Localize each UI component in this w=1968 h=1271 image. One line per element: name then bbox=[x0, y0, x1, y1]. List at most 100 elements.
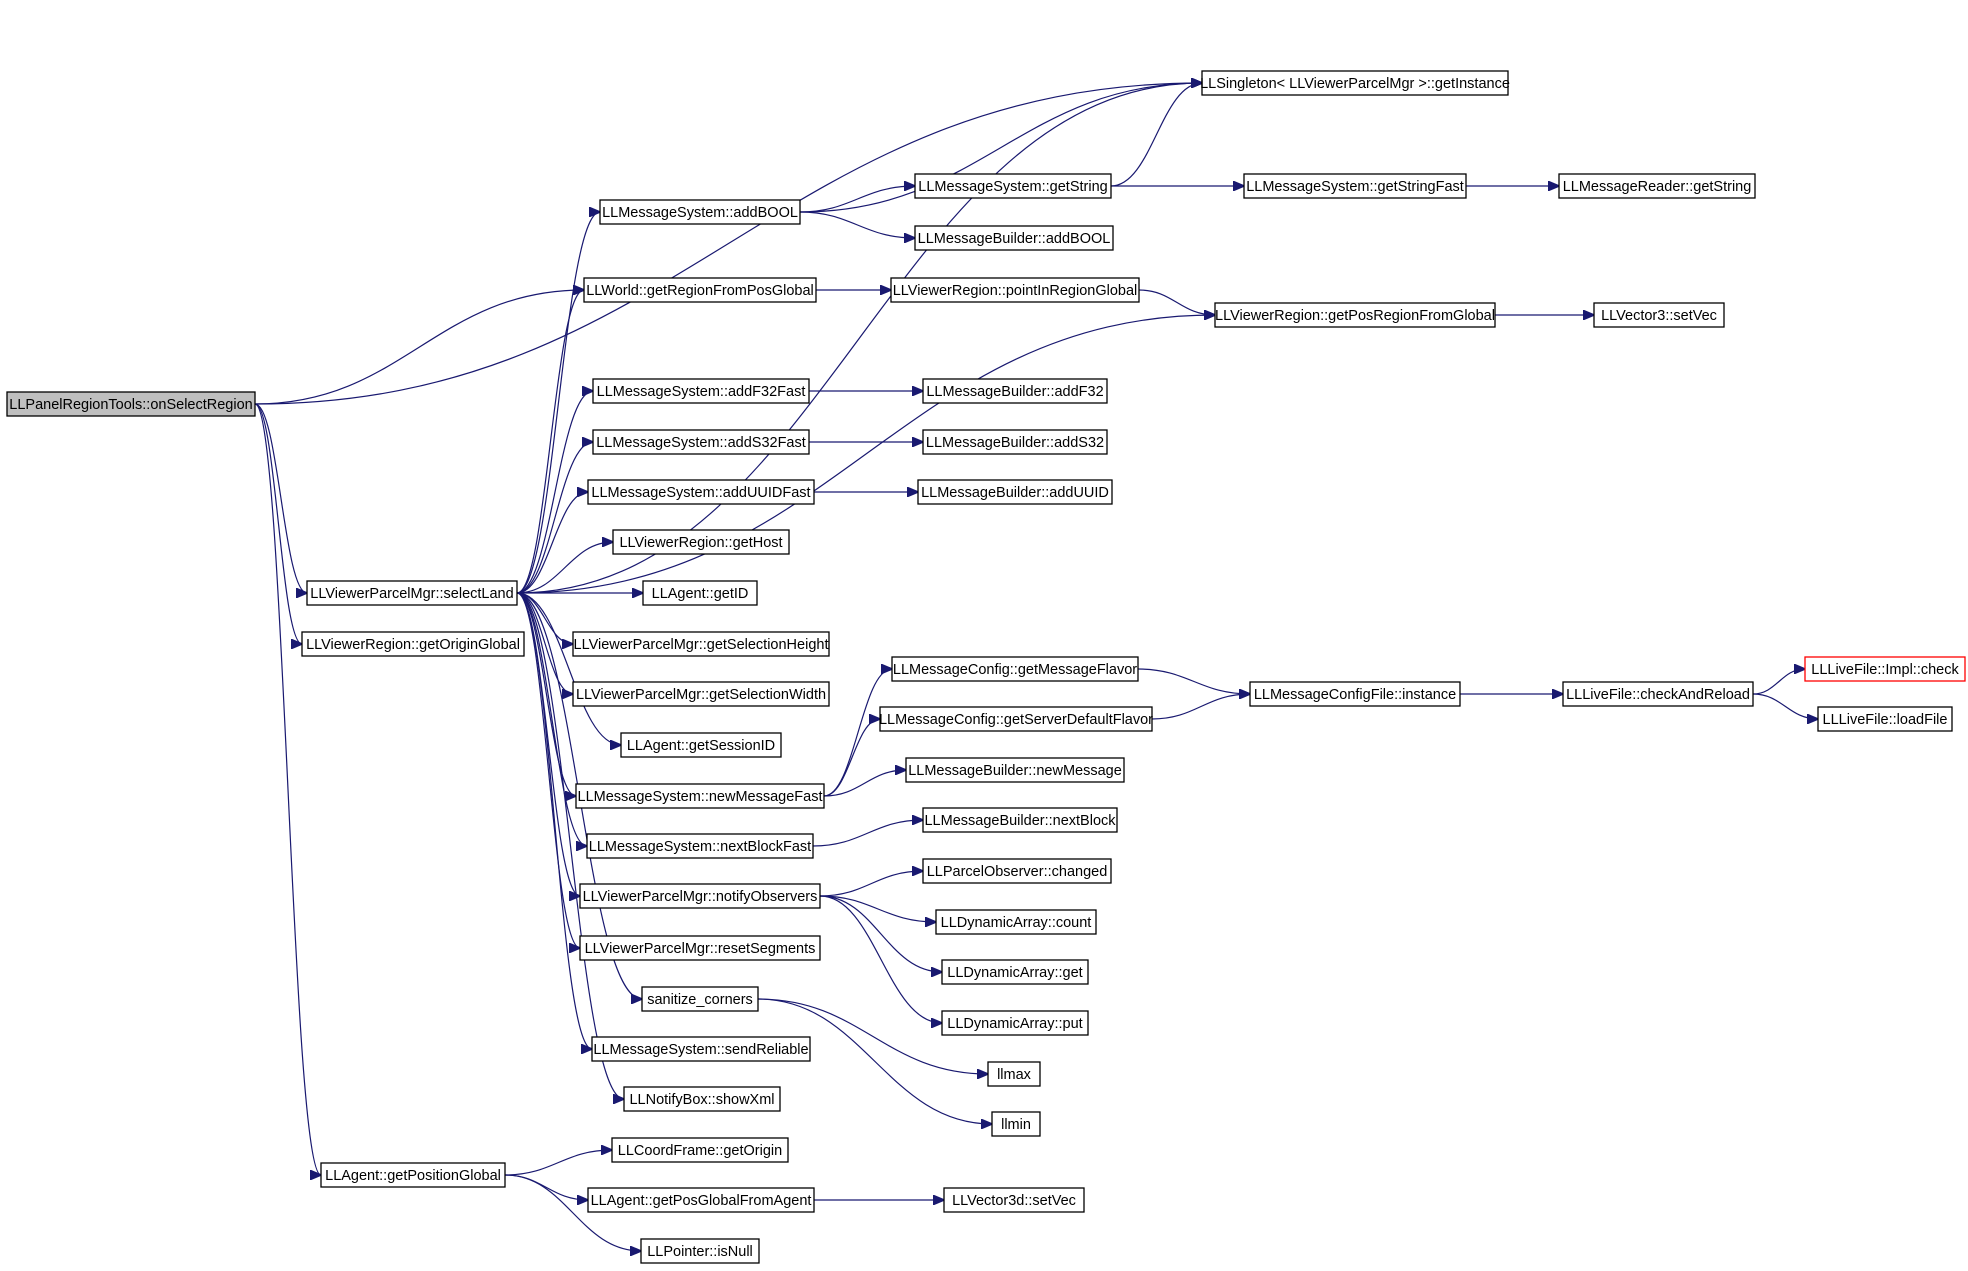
node-getPositionGlobal[interactable]: LLAgent::getPositionGlobal bbox=[320, 1162, 506, 1188]
edge-notifyObservers-to-observerChanged bbox=[819, 871, 923, 897]
node-agentGetID[interactable]: LLAgent::getID bbox=[642, 580, 758, 606]
node-getSelectionHeight[interactable]: LLViewerParcelMgr::getSelectionHeight bbox=[572, 631, 830, 657]
node-label: LLMessageBuilder::addF32 bbox=[926, 384, 1103, 400]
edge-getPositionGlobal-to-pointerIsNull bbox=[504, 1174, 641, 1251]
node-label: LLViewerRegion::getOriginGlobal bbox=[306, 637, 520, 653]
node-box bbox=[1817, 706, 1953, 732]
node-box bbox=[922, 378, 1108, 404]
node-vec3dSetVec[interactable]: LLVector3d::setVec bbox=[943, 1187, 1085, 1213]
node-observerChanged[interactable]: LLParcelObserver::changed bbox=[922, 858, 1112, 884]
node-getOriginGlobal[interactable]: LLViewerRegion::getOriginGlobal bbox=[301, 631, 525, 657]
edge-selectLand-to-getRegionFromPosGlobal bbox=[516, 290, 584, 594]
node-sendReliable[interactable]: LLMessageSystem::sendReliable bbox=[591, 1036, 811, 1062]
node-label: LLViewerParcelMgr::getSelectionHeight bbox=[574, 637, 829, 653]
node-box bbox=[1562, 681, 1754, 707]
node-box bbox=[941, 959, 1089, 985]
node-showXml[interactable]: LLNotifyBox::showXml bbox=[623, 1086, 781, 1112]
edge-pointInRegionGlobal-to-getPosRegionFromGlobal bbox=[1138, 289, 1215, 315]
node-builderNewMessage[interactable]: LLMessageBuilder::newMessage bbox=[905, 757, 1125, 783]
node-box bbox=[935, 909, 1097, 935]
node-box bbox=[1201, 70, 1509, 96]
node-getMessageFlavor[interactable]: LLMessageConfig::getMessageFlavor bbox=[891, 656, 1139, 682]
node-box bbox=[905, 757, 1125, 783]
node-dynCount[interactable]: LLDynamicArray::count bbox=[935, 909, 1097, 935]
edge-selectLand-to-resetSegments bbox=[516, 592, 580, 948]
node-pointInRegionGlobal[interactable]: LLViewerRegion::pointInRegionGlobal bbox=[890, 277, 1140, 303]
node-builderAddS32[interactable]: LLMessageBuilder::addS32 bbox=[922, 429, 1108, 455]
node-builderAddUUID[interactable]: LLMessageBuilder::addUUID bbox=[917, 479, 1113, 505]
node-getPosRegionFromGlobal[interactable]: LLViewerRegion::getPosRegionFromGlobal bbox=[1214, 302, 1496, 328]
node-dynGet[interactable]: LLDynamicArray::get bbox=[941, 959, 1089, 985]
node-label: LLSingleton< LLViewerParcelMgr >::getIns… bbox=[1200, 76, 1510, 92]
node-box bbox=[914, 225, 1114, 251]
node-singleton[interactable]: LLSingleton< LLViewerParcelMgr >::getIns… bbox=[1200, 70, 1510, 96]
node-getSessionID[interactable]: LLAgent::getSessionID bbox=[620, 732, 782, 758]
node-newMessageFast[interactable]: LLMessageSystem::newMessageFast bbox=[575, 783, 825, 809]
edge-selectLand-to-showXml bbox=[516, 592, 624, 1099]
node-configFileInstance[interactable]: LLMessageConfigFile::instance bbox=[1249, 681, 1461, 707]
nodes: LLPanelRegionTools::onSelectRegion LLSing… bbox=[6, 70, 1966, 1264]
node-addUUIDFast[interactable]: LLMessageSystem::addUUIDFast bbox=[587, 479, 815, 505]
node-label: LLWorld::getRegionFromPosGlobal bbox=[586, 283, 814, 299]
node-getPosGlobalFromAgent[interactable]: LLAgent::getPosGlobalFromAgent bbox=[587, 1187, 815, 1213]
edge-checkAndReload-to-loadFile bbox=[1752, 693, 1818, 719]
edge-getServerDefaultFlavor-to-configFileInstance bbox=[1151, 694, 1250, 720]
node-box bbox=[891, 656, 1139, 682]
edge-root-to-selectLand bbox=[254, 403, 307, 593]
node-label: LLViewerRegion::pointInRegionGlobal bbox=[893, 283, 1138, 299]
node-getHost[interactable]: LLViewerRegion::getHost bbox=[612, 529, 790, 555]
node-checkAndReload[interactable]: LLLiveFile::checkAndReload bbox=[1562, 681, 1754, 707]
node-box bbox=[991, 1111, 1041, 1137]
node-vec3SetVec[interactable]: LLVector3::setVec bbox=[1593, 302, 1725, 328]
node-addF32Fast[interactable]: LLMessageSystem::addF32Fast bbox=[592, 378, 810, 404]
edge-getMessageFlavor-to-configFileInstance bbox=[1137, 668, 1250, 694]
node-llmin[interactable]: llmin bbox=[991, 1111, 1041, 1137]
node-box bbox=[572, 681, 830, 707]
node-loadFile[interactable]: LLLiveFile::loadFile bbox=[1817, 706, 1953, 732]
node-label: llmin bbox=[1001, 1117, 1031, 1133]
node-builderAddBOOL[interactable]: LLMessageBuilder::addBOOL bbox=[914, 225, 1114, 251]
node-box bbox=[301, 631, 525, 657]
node-box bbox=[922, 429, 1108, 455]
node-box bbox=[1249, 681, 1461, 707]
node-label: LLMessageBuilder::addUUID bbox=[921, 485, 1109, 501]
node-dynPut[interactable]: LLDynamicArray::put bbox=[941, 1010, 1089, 1036]
node-box bbox=[1804, 656, 1966, 682]
node-getStringFast[interactable]: LLMessageSystem::getStringFast bbox=[1243, 173, 1467, 199]
node-label: LLLiveFile::loadFile bbox=[1823, 712, 1948, 728]
node-box bbox=[943, 1187, 1085, 1213]
node-box bbox=[306, 580, 518, 606]
node-pointerIsNull[interactable]: LLPointer::isNull bbox=[640, 1238, 760, 1264]
node-sanitizeCorners[interactable]: sanitize_corners bbox=[641, 986, 759, 1012]
node-label: LLViewerParcelMgr::resetSegments bbox=[585, 941, 816, 957]
node-nextBlockFast[interactable]: LLMessageSystem::nextBlockFast bbox=[586, 833, 814, 859]
node-readerGetString[interactable]: LLMessageReader::getString bbox=[1558, 173, 1756, 199]
edge-checkAndReload-to-implCheck bbox=[1752, 669, 1805, 695]
node-notifyObservers[interactable]: LLViewerParcelMgr::notifyObservers bbox=[579, 883, 821, 909]
node-box bbox=[922, 807, 1118, 833]
node-llmax[interactable]: llmax bbox=[987, 1061, 1041, 1087]
node-getSelectionWidth[interactable]: LLViewerParcelMgr::getSelectionWidth bbox=[572, 681, 830, 707]
node-box bbox=[987, 1061, 1041, 1087]
node-getRegionFromPosGlobal[interactable]: LLWorld::getRegionFromPosGlobal bbox=[583, 277, 817, 303]
node-label: LLPointer::isNull bbox=[647, 1244, 753, 1260]
node-box bbox=[591, 1036, 811, 1062]
node-addBOOL[interactable]: LLMessageSystem::addBOOL bbox=[599, 199, 801, 225]
node-label: LLAgent::getPosGlobalFromAgent bbox=[591, 1193, 812, 1209]
node-getString[interactable]: LLMessageSystem::getString bbox=[914, 173, 1112, 199]
node-label: LLCoordFrame::getOrigin bbox=[618, 1143, 782, 1159]
node-builderNextBlock[interactable]: LLMessageBuilder::nextBlock bbox=[922, 807, 1118, 833]
edge-selectLand-to-singleton bbox=[516, 83, 1202, 594]
node-implCheck[interactable]: LLLiveFile::Impl::check bbox=[1804, 656, 1966, 682]
node-coordGetOrigin[interactable]: LLCoordFrame::getOrigin bbox=[611, 1137, 789, 1163]
edge-addBOOL-to-builderAddBOOL bbox=[799, 211, 915, 238]
node-box bbox=[890, 277, 1140, 303]
node-resetSegments[interactable]: LLViewerParcelMgr::resetSegments bbox=[579, 935, 821, 961]
node-root[interactable]: LLPanelRegionTools::onSelectRegion bbox=[6, 391, 256, 417]
node-addS32Fast[interactable]: LLMessageSystem::addS32Fast bbox=[592, 429, 810, 455]
edge-sanitizeCorners-to-llmax bbox=[757, 998, 988, 1074]
node-getServerDefaultFlavor[interactable]: LLMessageConfig::getServerDefaultFlavor bbox=[879, 706, 1153, 732]
node-selectLand[interactable]: LLViewerParcelMgr::selectLand bbox=[306, 580, 518, 606]
node-label: LLMessageConfigFile::instance bbox=[1254, 687, 1456, 703]
node-builderAddF32[interactable]: LLMessageBuilder::addF32 bbox=[922, 378, 1108, 404]
